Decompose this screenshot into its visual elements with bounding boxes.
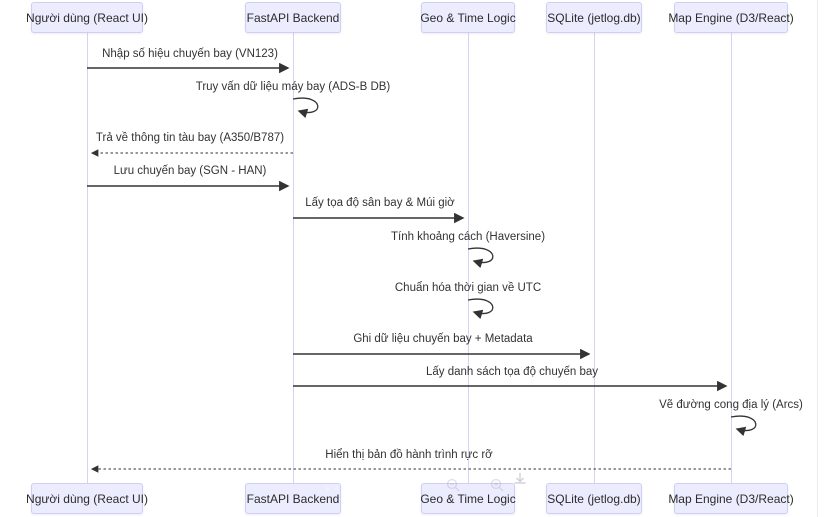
participant-bottom-sqlite: SQLite (jetlog.db) bbox=[546, 483, 642, 514]
arrow-msg-2-selfloop bbox=[292, 97, 319, 119]
participant-top-mapengine: Map Engine (D3/React) bbox=[668, 2, 794, 33]
message-label: Nhập số hiệu chuyến bay (VN123) bbox=[102, 48, 278, 60]
lifeline-geo bbox=[468, 33, 469, 483]
arrow-msg-7-selfloop bbox=[467, 298, 494, 320]
participant-top-user: Người dùng (React UI) bbox=[26, 2, 148, 33]
message-label: Trả về thông tin tàu bay (A350/B787) bbox=[95, 132, 285, 144]
arrow-msg-6-selfloop bbox=[467, 247, 494, 269]
arrow-msg-10-selfloop bbox=[730, 415, 757, 437]
message-label: Lưu chuyến bay (SGN - HAN) bbox=[113, 165, 267, 177]
message-label: Lấy tọa độ sân bay & Múi giờ bbox=[305, 197, 455, 209]
message-label: Hiển thị bản đồ hành trình rực rỡ bbox=[325, 449, 493, 461]
lifeline-fastapi bbox=[293, 33, 294, 483]
pane-divider bbox=[817, 0, 818, 517]
participant-bottom-mapengine: Map Engine (D3/React) bbox=[668, 483, 794, 514]
participant-bottom-geo: Geo & Time Logic bbox=[420, 483, 516, 514]
zoom-out-icon[interactable] bbox=[446, 478, 461, 493]
participant-top-fastapi: FastAPI Backend bbox=[245, 2, 341, 33]
zoom-in-icon[interactable] bbox=[490, 478, 505, 493]
message-label: Vẽ đường cong địa lý (Arcs) bbox=[659, 399, 803, 411]
fullscreen-icon[interactable] bbox=[325, 477, 339, 491]
participant-bottom-fastapi: FastAPI Backend bbox=[245, 483, 341, 514]
message-label: Chuẩn hóa thời gian về UTC bbox=[394, 282, 542, 294]
lifeline-mapengine bbox=[731, 33, 732, 483]
download-icon[interactable] bbox=[512, 471, 528, 487]
message-label: Ghi dữ liệu chuyến bay + Metadata bbox=[353, 333, 533, 345]
participant-top-geo: Geo & Time Logic bbox=[420, 2, 516, 33]
participant-bottom-user: Người dùng (React UI) bbox=[26, 483, 148, 514]
lifeline-user bbox=[87, 33, 88, 483]
message-label: Truy vấn dữ liệu máy bay (ADS-B DB) bbox=[195, 81, 391, 93]
message-label: Tính khoảng cách (Haversine) bbox=[390, 231, 546, 243]
lifeline-sqlite bbox=[594, 33, 595, 483]
participant-top-sqlite: SQLite (jetlog.db) bbox=[546, 2, 642, 33]
message-label: Lấy danh sách tọa độ chuyến bay bbox=[426, 366, 598, 378]
